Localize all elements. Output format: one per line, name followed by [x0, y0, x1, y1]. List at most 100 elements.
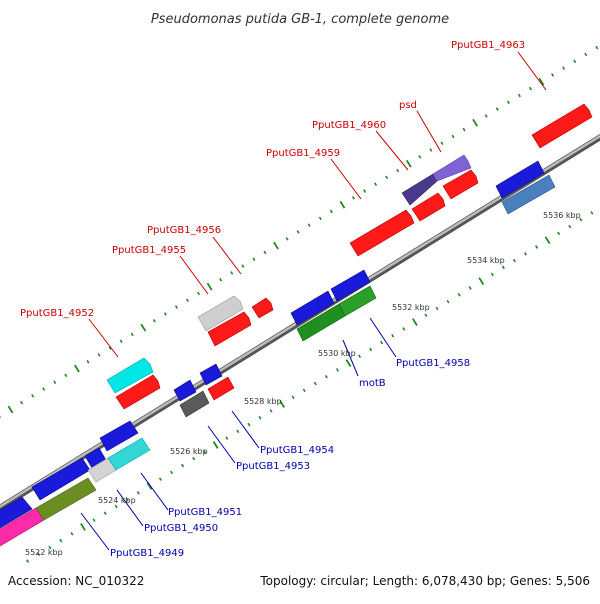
scale-tick [519, 94, 521, 97]
gene-label[interactable]: PputGB1_4963 [451, 40, 525, 51]
scale-tick [274, 242, 278, 249]
scale-tick [8, 406, 12, 413]
scale-tick [270, 410, 272, 413]
scale-tick [370, 348, 372, 351]
scale-tick [496, 108, 498, 111]
scale-tick [286, 238, 288, 241]
scale-tick [315, 382, 317, 385]
scale-tick [331, 210, 333, 213]
scale-tick [220, 278, 222, 281]
scale-tick [463, 128, 465, 131]
map-title: Pseudomonas putida GB-1, complete genome [151, 12, 449, 27]
scale-tick [392, 334, 394, 337]
scale-tick [165, 313, 167, 316]
scale-tick [569, 225, 571, 228]
scale-labels: 5522 kbp 5524 kbp 5526 kbp 5528 kbp 5530… [25, 211, 581, 557]
gene-label[interactable]: PputGB1_4955 [112, 245, 186, 256]
scale-tick [485, 115, 487, 118]
scale-tick [558, 232, 560, 235]
scale-tick [154, 319, 156, 322]
scale-tick [21, 401, 23, 404]
scale-tick [193, 457, 195, 460]
scale-label: 5534 kbp [467, 256, 505, 265]
scale-tick [297, 231, 299, 234]
scale-tick [248, 423, 250, 426]
scale-tick [131, 333, 133, 336]
scale-tick [525, 253, 527, 256]
scale-tick [375, 183, 377, 186]
scale-tick [98, 354, 100, 357]
scale-tick [319, 217, 321, 220]
scale-tick [32, 395, 34, 398]
scale-tick [27, 560, 29, 563]
scale-tick [60, 539, 62, 542]
gene-label[interactable]: PputGB1_4959 [266, 148, 340, 159]
scale-tick [253, 258, 255, 261]
scale-tick [546, 237, 550, 244]
scale-tick [503, 266, 505, 269]
scale-tick [596, 46, 598, 49]
gene-label[interactable]: PputGB1_4951 [168, 507, 242, 518]
scale-tick [171, 471, 173, 474]
scale-label: 5532 kbp [392, 303, 430, 312]
scale-tick [469, 287, 471, 290]
scale-label: 5528 kbp [244, 397, 282, 406]
scale-label: 5526 kbp [170, 447, 208, 456]
gene-arrow-red[interactable] [350, 210, 414, 256]
scale-tick [563, 67, 565, 70]
scale-tick [536, 246, 538, 249]
scale-tick [492, 273, 494, 276]
scale-tick [386, 176, 388, 179]
gene-label[interactable]: PputGB1_4958 [396, 358, 470, 369]
scale-tick [75, 365, 79, 372]
gene-label[interactable]: PputGB1_4960 [312, 120, 386, 131]
scale-label: 5536 kbp [543, 211, 581, 220]
scale-tick [436, 307, 438, 310]
scale-tick [65, 374, 67, 377]
scale-tick [242, 265, 244, 268]
scale-tick [413, 319, 417, 326]
scale-tick [214, 442, 218, 449]
scale-tick [514, 259, 516, 262]
scale-tick [508, 101, 510, 104]
topology-summary: Topology: circular; Length: 6,078,430 bp… [259, 574, 590, 588]
scale-tick [176, 306, 178, 309]
plus-gene-labels: PputGB1_4963 psd PputGB1_4960 PputGB1_49… [20, 40, 525, 319]
scale-tick [340, 201, 344, 208]
scale-tick [353, 197, 355, 200]
scale-tick [198, 292, 200, 295]
gene-label[interactable]: PputGB1_4952 [20, 308, 94, 319]
scale-tick [226, 437, 228, 440]
gene-arrow-red[interactable] [252, 298, 273, 318]
scale-tick [458, 293, 460, 296]
gene-label[interactable]: PputGB1_4956 [147, 225, 221, 236]
scale-tick [430, 149, 432, 152]
scale-tick [138, 491, 140, 494]
gene-label[interactable]: PputGB1_4953 [236, 461, 310, 472]
scale-tick [403, 328, 405, 331]
gene-label[interactable]: PputGB1_4949 [110, 548, 184, 559]
scale-tick [43, 388, 45, 391]
scale-tick [259, 416, 261, 419]
gene-arrow-red[interactable] [532, 104, 592, 148]
scale-tick [208, 283, 212, 290]
gene-label[interactable]: psd [399, 100, 417, 111]
scale-tick [364, 190, 366, 193]
gene-label[interactable]: motB [359, 378, 386, 389]
scale-tick [452, 135, 454, 138]
scale-tick [104, 512, 106, 515]
minus-gene-labels: PputGB1_4958 motB PputGB1_4954 PputGB1_4… [110, 358, 470, 559]
scale-tick [425, 314, 427, 317]
scale-tick [419, 156, 421, 159]
scale-tick [71, 532, 73, 535]
scale-tick [359, 355, 361, 358]
scale-tick [552, 74, 554, 77]
scale-tick [237, 430, 239, 433]
scale-label: 5530 kbp [318, 349, 356, 358]
gene-label[interactable]: PputGB1_4954 [260, 445, 334, 456]
accession-text: Accession: NC_010322 [8, 574, 144, 588]
gene-label[interactable]: PputGB1_4950 [144, 523, 218, 534]
scale-label: 5522 kbp [25, 548, 63, 557]
scale-tick [407, 160, 411, 167]
